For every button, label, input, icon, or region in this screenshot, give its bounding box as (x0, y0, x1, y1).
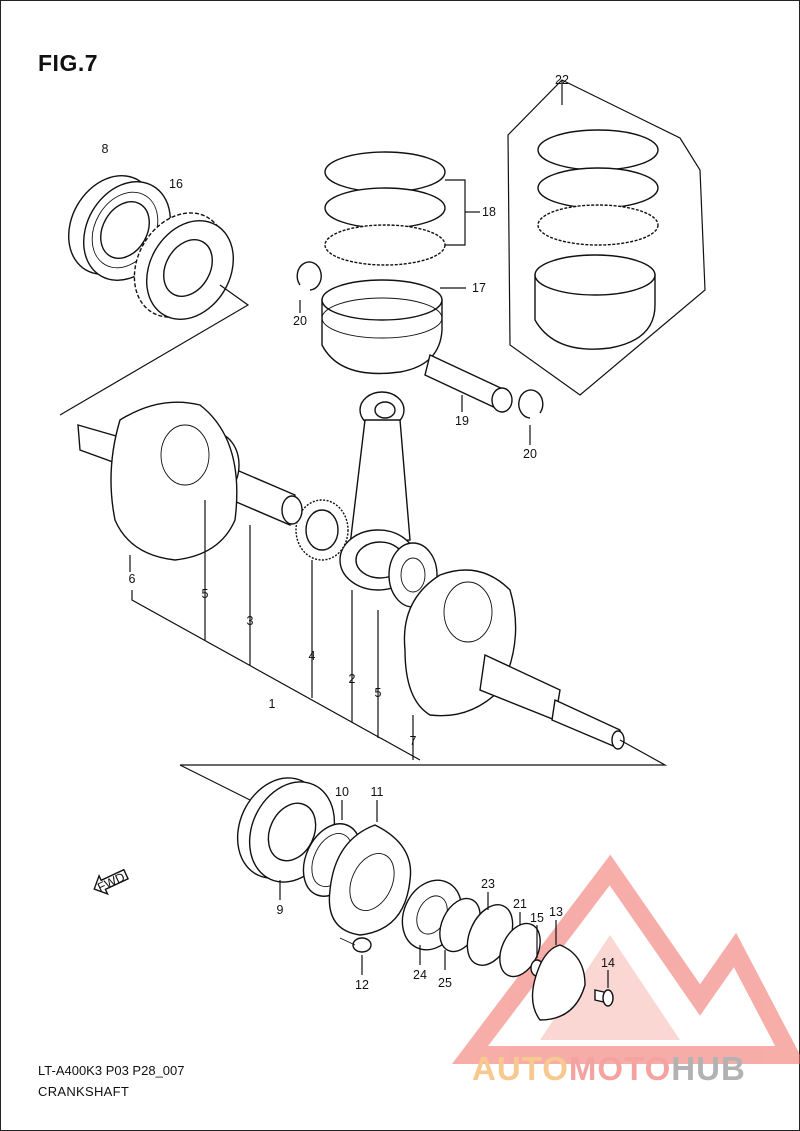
guide-line-8-16 (59, 284, 250, 416)
callout-17: 17 (472, 281, 486, 295)
watermark-logo-text: AUTOMOTOHUB (472, 1050, 746, 1088)
callout-13: 13 (549, 905, 563, 919)
plate-13-icon (531, 944, 586, 1021)
callout-20-bottom: 20 (523, 447, 537, 461)
callout-11: 11 (371, 785, 384, 799)
callout-19: 19 (455, 414, 469, 428)
callout-23: 23 (481, 877, 495, 891)
gear-16-icon (133, 212, 235, 320)
callout-5-right: 5 (375, 686, 382, 700)
callout-2: 2 (349, 672, 356, 686)
assembly-1-bracket (131, 590, 421, 761)
piston-set-22-box (507, 79, 706, 396)
callout-12: 12 (355, 978, 369, 992)
callout-16: 16 (169, 177, 183, 191)
bracket-18 (445, 179, 466, 246)
needle-bearing-4-icon (295, 499, 349, 561)
crankshaft-right-7-icon (403, 569, 625, 750)
screw-12-icon (339, 937, 372, 953)
bearing-8-icon (67, 175, 172, 281)
callout-7: 7 (410, 734, 417, 748)
circlip-20-top-icon (296, 261, 322, 291)
callout-21: 21 (513, 897, 527, 911)
circlip-20-bottom-icon (518, 389, 544, 419)
figure-title: FIG.7 (38, 50, 99, 76)
retainer-plate-11-icon (328, 824, 412, 936)
callout-4: 4 (309, 649, 316, 663)
callout-25: 25 (438, 976, 452, 990)
watermark-part1: AUTO (472, 1050, 569, 1087)
spacer-21-icon (499, 922, 541, 978)
callout-5-left: 5 (202, 587, 209, 601)
callout-20-top: 20 (293, 314, 307, 328)
callout-9: 9 (277, 903, 284, 917)
section-name: CRANKSHAFT (38, 1084, 130, 1099)
callout-1: 1 (269, 697, 276, 711)
callout-18: 18 (482, 205, 496, 219)
fwd-direction-icon (93, 868, 129, 896)
callout-24: 24 (413, 968, 427, 982)
fwd-label: FWD (95, 870, 127, 895)
watermark-logo-icon (451, 854, 800, 1064)
callout-10: 10 (335, 785, 349, 799)
crankshaft-left-6-icon (77, 401, 238, 561)
guide-line-lower (180, 739, 668, 766)
watermark-part2: MOTO (568, 1050, 672, 1087)
callout-3: 3 (247, 614, 254, 628)
bolt-14-icon (594, 989, 614, 1007)
piston-pin-19-icon (424, 354, 513, 413)
callout-14: 14 (601, 956, 615, 970)
callout-15: 15 (530, 911, 544, 925)
piston-rings-18-icon (324, 151, 446, 266)
model-code: LT-A400K3 P03 P28_007 (38, 1063, 185, 1078)
callout-8: 8 (102, 142, 109, 156)
callout-6: 6 (129, 572, 136, 586)
piston-17-icon (321, 279, 443, 375)
piston-set-22-icon (534, 129, 659, 350)
watermark-part3: HUB (671, 1050, 746, 1087)
callout-22: 22 (555, 73, 569, 87)
